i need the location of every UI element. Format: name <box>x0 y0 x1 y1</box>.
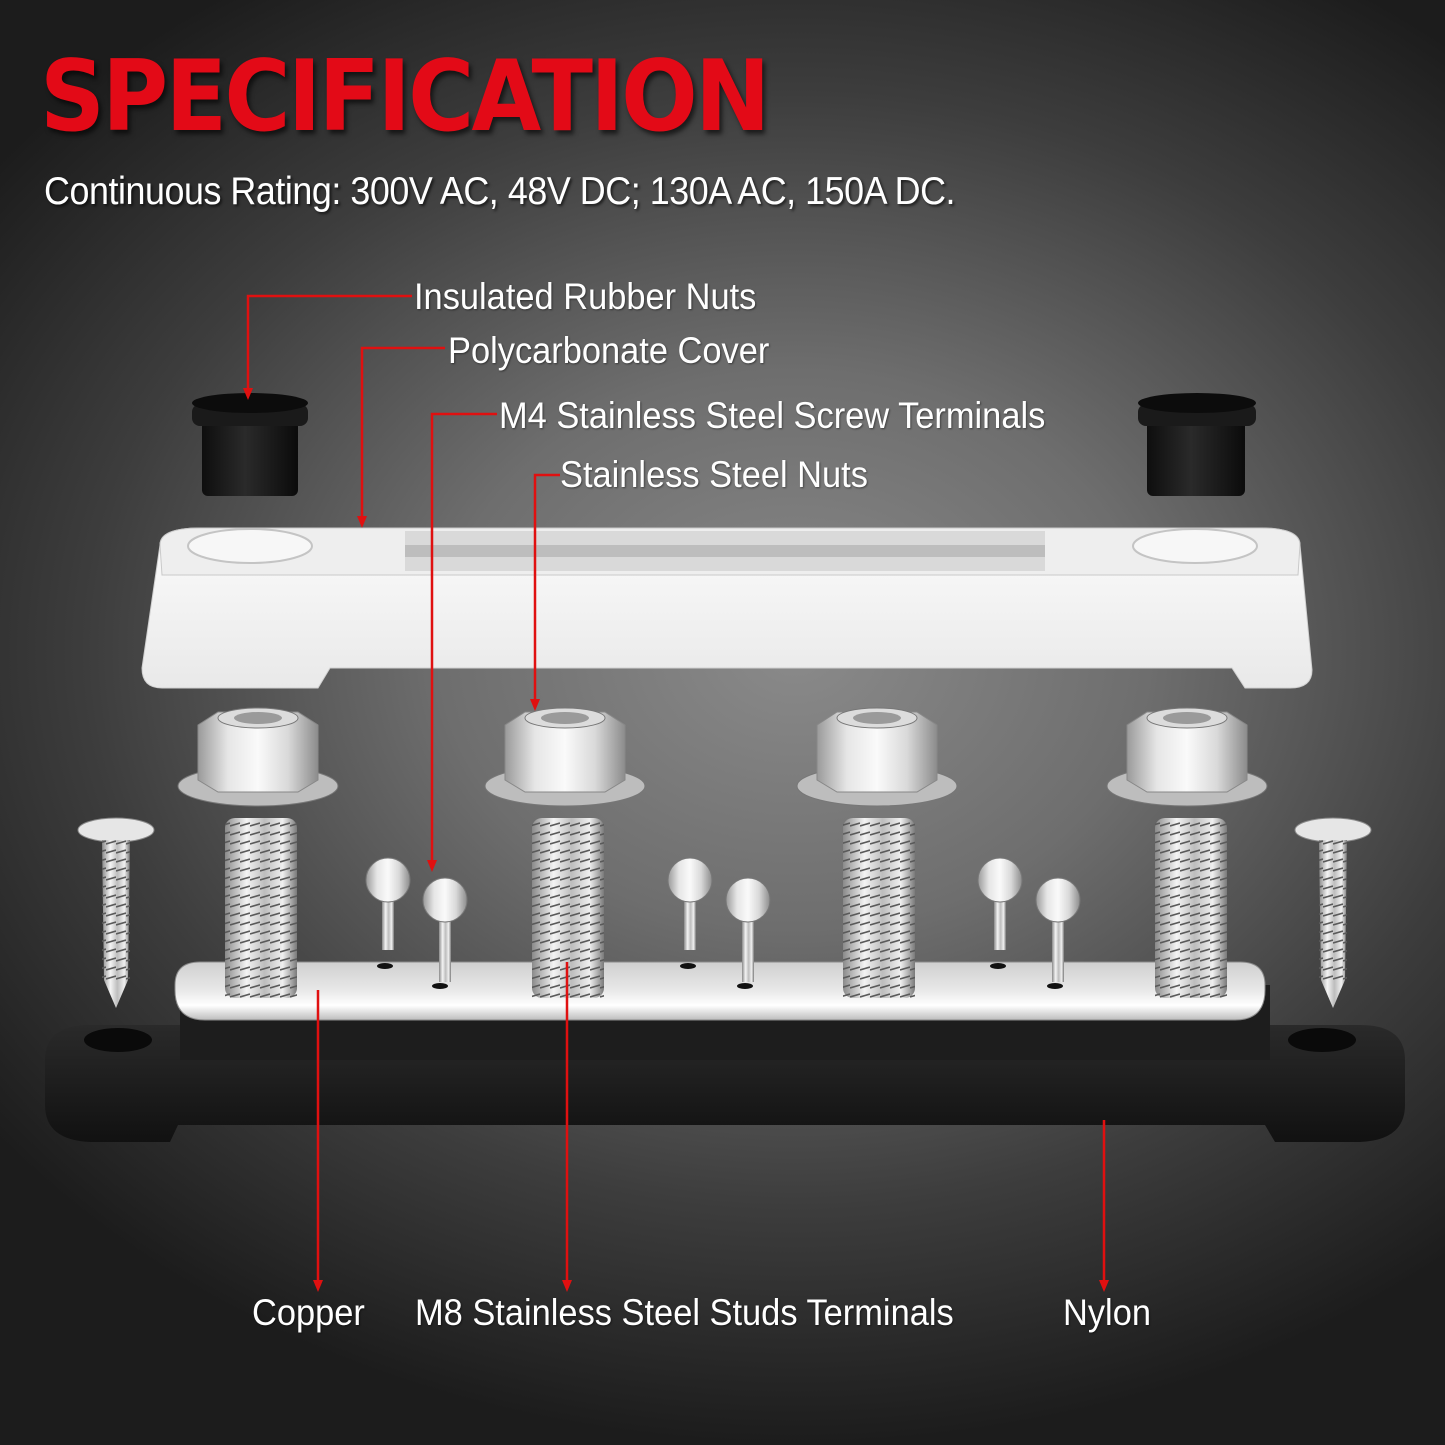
page-title: SPECIFICATION <box>40 40 770 154</box>
callout-nylon: Nylon <box>1063 1292 1151 1333</box>
arrowheads <box>243 388 1109 1292</box>
callout-insulated-rubber-nuts: Insulated Rubber Nuts <box>414 276 757 317</box>
callout-m8-stud-terminals: M8 Stainless Steel Studs Terminals <box>415 1292 954 1333</box>
m4-screws <box>365 857 1081 982</box>
callout-stainless-steel-nuts: Stainless Steel Nuts <box>560 454 868 495</box>
rubber-nut-right <box>1138 393 1256 496</box>
mounting-screws <box>77 817 1372 1008</box>
rating-subtitle: Continuous Rating: 300V AC, 48V DC; 130A… <box>44 170 956 213</box>
leader-lines <box>246 294 1106 1285</box>
polycarbonate-cover <box>141 527 1313 689</box>
copper-busbar <box>174 961 1266 1021</box>
callout-polycarbonate-cover: Polycarbonate Cover <box>448 330 770 371</box>
flange-nuts <box>177 707 1268 807</box>
rubber-nut-left <box>192 393 308 496</box>
callout-m4-screw-terminals: M4 Stainless Steel Screw Terminals <box>499 395 1046 436</box>
callout-copper: Copper <box>252 1292 365 1333</box>
